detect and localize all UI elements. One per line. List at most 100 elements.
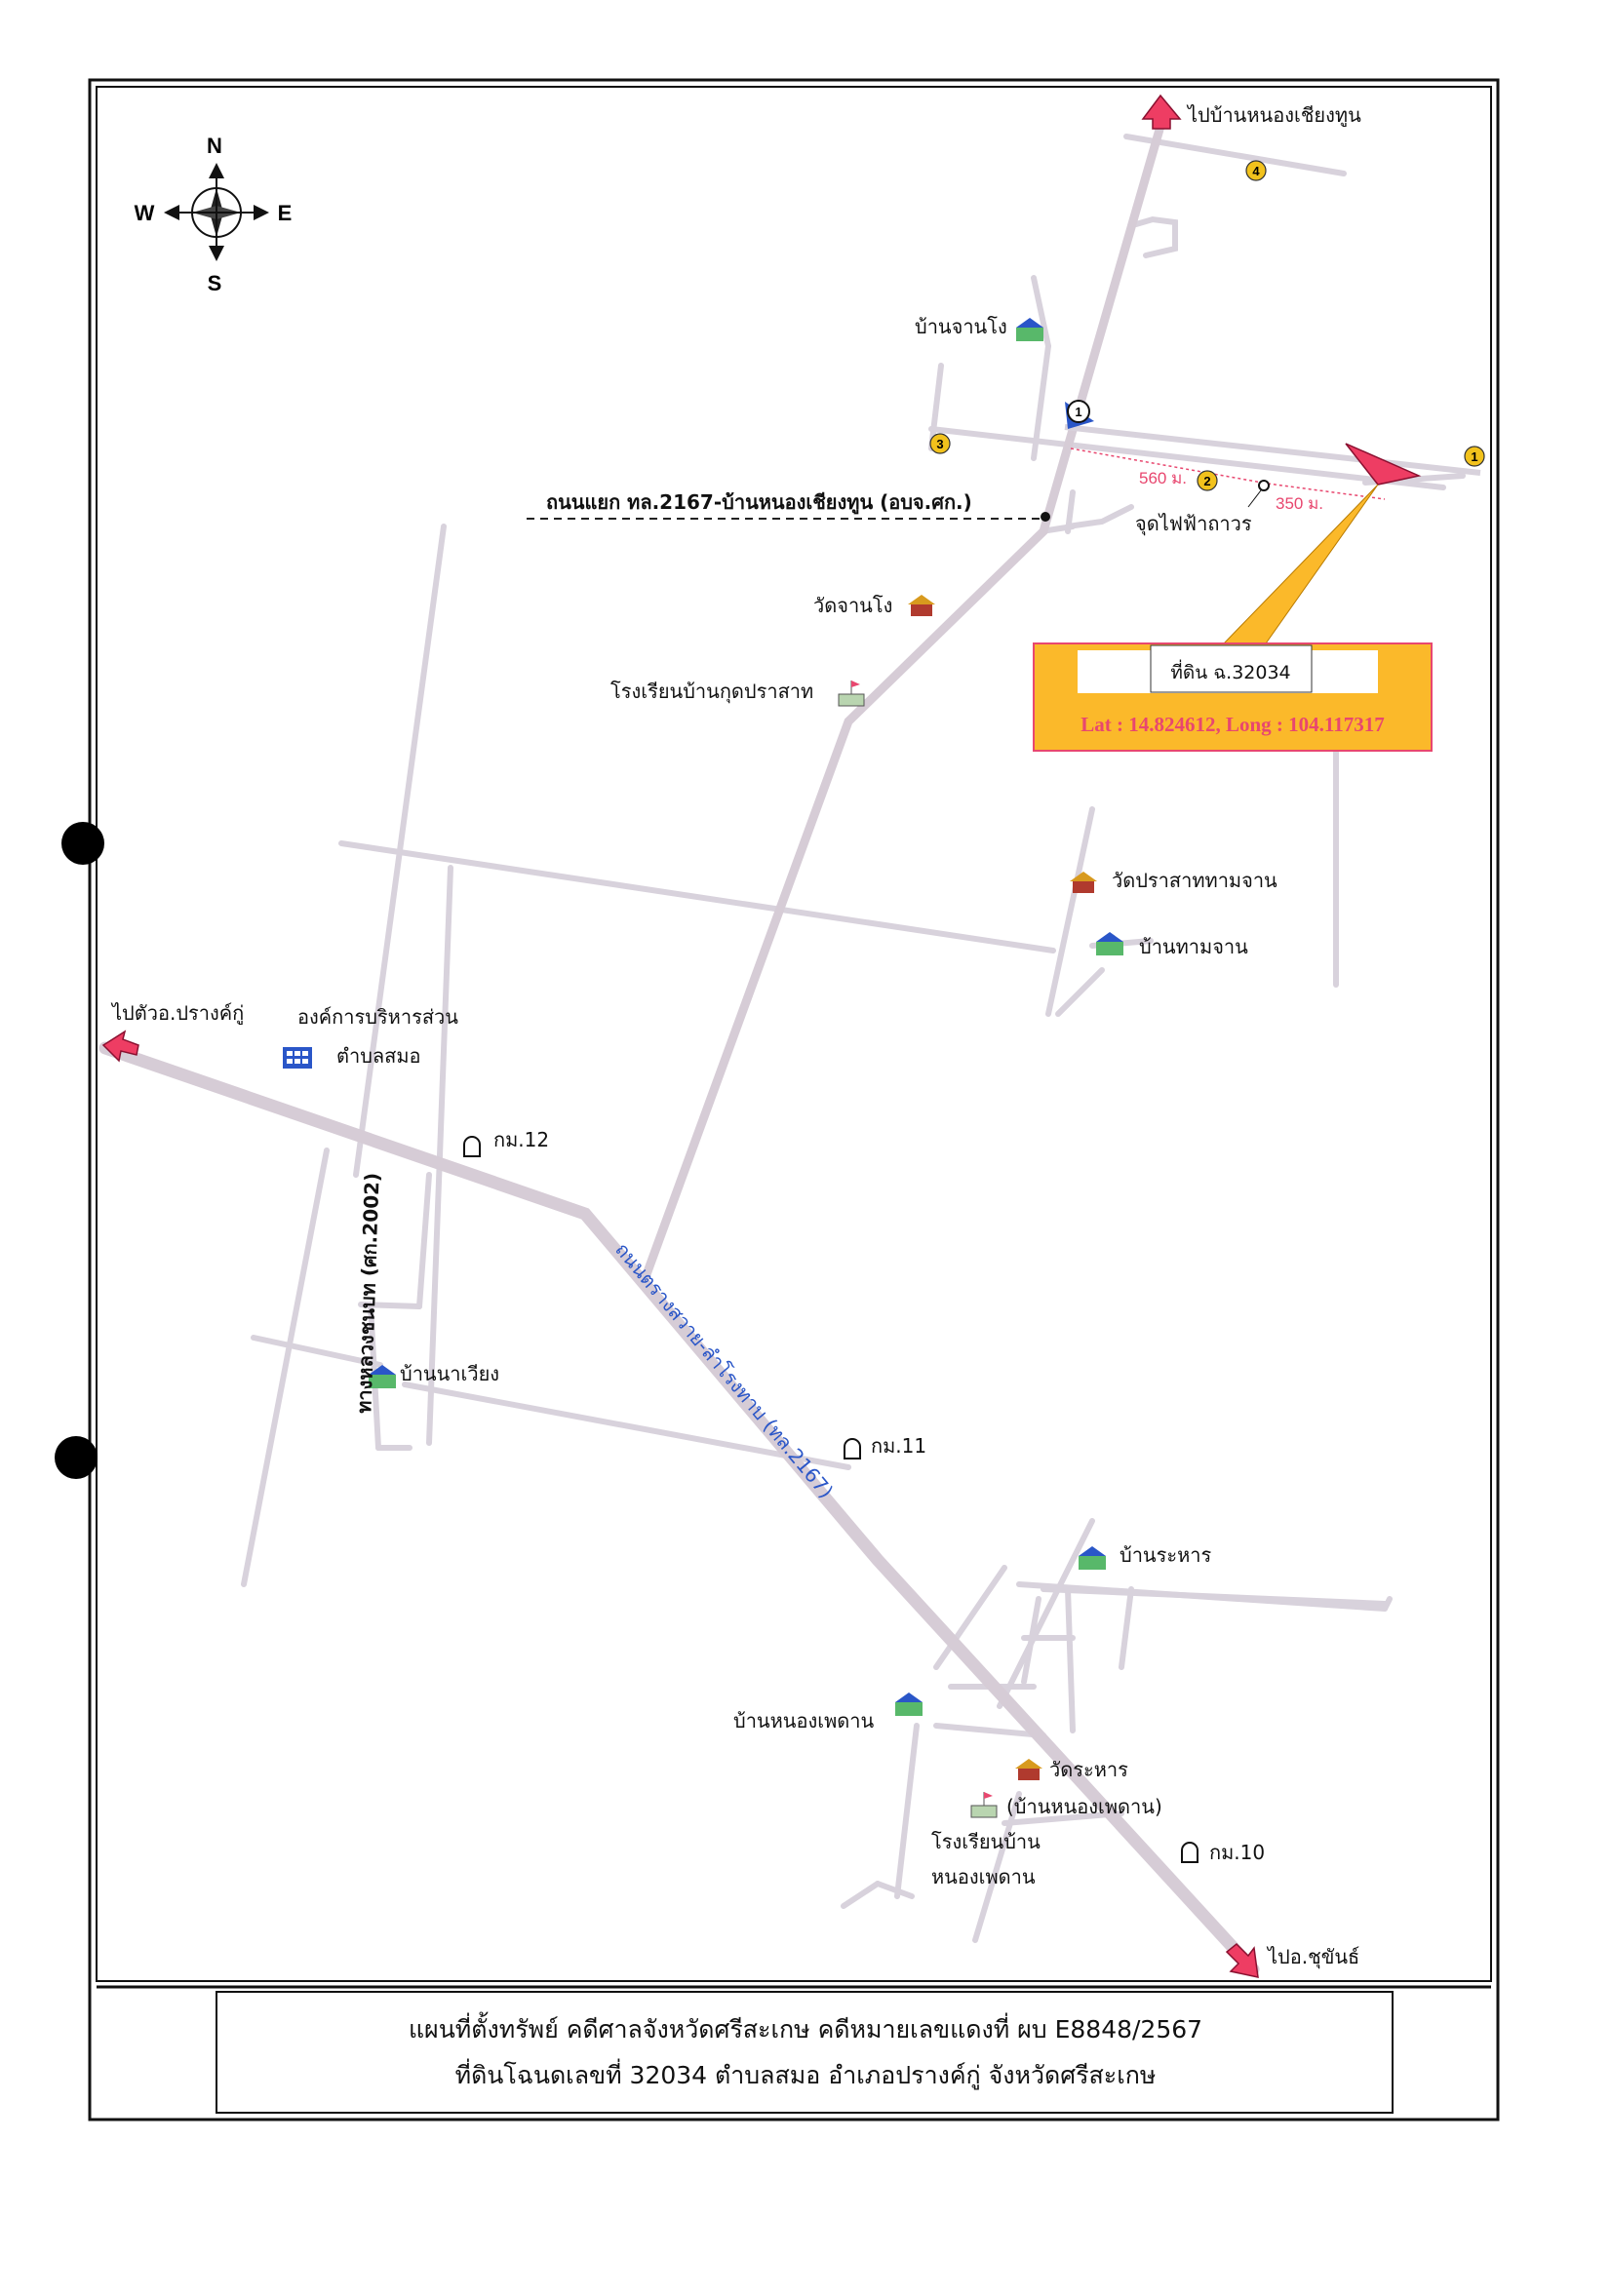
label-wat-rahan-sub: (บ้านหนองเพดาน) <box>1006 1795 1162 1818</box>
office-building-icon <box>283 1047 312 1069</box>
arrow-west-icon <box>101 1030 139 1063</box>
village-icon <box>1096 932 1123 955</box>
label-to-chumphon: ไปอ.ชุขันธ์ <box>1266 1945 1359 1969</box>
east-arrow-icon <box>254 205 269 220</box>
road <box>338 840 1056 953</box>
label-ban-chan-ngo: บ้านจานโง <box>915 315 1007 338</box>
highway-2167 <box>98 1041 1260 1976</box>
map-frame <box>96 86 1492 1982</box>
road <box>402 1381 851 1470</box>
road <box>1031 275 1051 349</box>
road <box>1065 1586 1076 1733</box>
direction-arrows <box>101 94 1259 1978</box>
arrow-north-icon <box>1141 94 1182 130</box>
school-icons <box>838 681 998 1818</box>
label-distance-560: 560 ม. <box>1139 469 1187 487</box>
compass-rose: N S W E <box>135 134 293 295</box>
land-pin-icon <box>1345 443 1422 486</box>
road <box>1002 1810 1124 1826</box>
footer-title-box <box>216 1991 1394 2114</box>
label-to-nong-chiang-thun: ไปบ้านหนองเชียงทูน <box>1186 103 1361 128</box>
km-post-icon <box>1181 1842 1198 1863</box>
village-icon <box>369 1365 396 1388</box>
road <box>928 363 944 451</box>
marker-1-label: 1 <box>1471 449 1477 464</box>
compass-w-label: W <box>135 201 155 225</box>
south-arrow-icon <box>209 246 224 261</box>
arrow-south-icon <box>1225 1942 1259 1978</box>
label-power-pole: จุดไฟฟ้าถาวร <box>1135 512 1252 536</box>
outer-frame <box>88 78 1500 2121</box>
road <box>972 1791 1022 1943</box>
temple-icons <box>908 595 1097 1780</box>
label-junction-road: ถนนแยก ทล.2167-บ้านหนองเชียงทูน (อบจ.ศก.… <box>546 490 972 516</box>
power-pole-leader <box>1247 489 1262 508</box>
label-school-kut-prasat: โรงเรียนบ้านกุดปราสาท <box>610 680 813 704</box>
road <box>241 1148 330 1587</box>
land-callout-coords: Lat : 14.824612, Long : 104.117317 <box>1081 713 1385 736</box>
road-to-nong-chiang-thun <box>641 104 1170 1282</box>
marker-4-label: 4 <box>1252 164 1260 178</box>
north-arrow-icon <box>209 163 224 178</box>
road <box>928 426 1446 490</box>
temple-icon <box>1070 872 1097 893</box>
label-ban-nong-phe-dan: บ้านหนองเพดาน <box>733 1709 874 1732</box>
marker-4-icon <box>1245 160 1267 181</box>
road <box>1133 215 1178 258</box>
road <box>1045 806 1095 1017</box>
flag-marker-circle <box>1067 400 1090 423</box>
binder-hole-top <box>61 822 104 865</box>
road <box>416 1172 432 1309</box>
label-ban-tham-chan: บ้านทามจาน <box>1139 935 1248 958</box>
label-highway: ถนนตรางสวาย-ลำโรงทาบ (ทล.2167) <box>610 1238 838 1503</box>
label-km12: กม.12 <box>493 1128 549 1151</box>
label-wat-prasat-tham-chan: วัดปราสาททามจาน <box>1112 869 1277 892</box>
km-post-icon <box>463 1136 481 1157</box>
land-callout-title-box <box>1150 644 1313 693</box>
road <box>933 1723 1046 1738</box>
junction-dot <box>1041 512 1050 522</box>
road <box>933 1565 1007 1670</box>
label-km11: กม.11 <box>871 1434 926 1458</box>
label-ban-rahan: บ้านระหาร <box>1120 1543 1211 1567</box>
marker-1-icon <box>1464 446 1485 467</box>
school-icon <box>838 681 865 707</box>
road <box>997 1518 1095 1709</box>
distance-line-350 <box>1267 483 1386 500</box>
road <box>841 1881 881 1909</box>
compass-n-label: N <box>207 134 222 158</box>
road <box>1065 504 1134 529</box>
road <box>894 1723 920 1899</box>
road <box>251 1335 383 1368</box>
temple-icon <box>1015 1759 1042 1780</box>
school-icon <box>970 1792 998 1818</box>
numbered-markers: 4 3 2 1 <box>929 160 1485 491</box>
village-icons <box>369 318 1123 1716</box>
marker-2-label: 2 <box>1203 474 1210 488</box>
road <box>1041 1586 1388 1607</box>
label-sao-line2: ตำบลสมอ <box>336 1044 421 1068</box>
marker-2-icon <box>1197 470 1218 491</box>
village-icon <box>1079 1546 1106 1570</box>
label-sao-line1: องค์การบริหารส่วน <box>297 1005 458 1029</box>
road <box>1055 967 1105 1017</box>
compass-e-label: E <box>278 201 293 225</box>
label-wat-rahan: วัดระหาร <box>1049 1758 1128 1781</box>
label-km10: กม.10 <box>1209 1841 1265 1864</box>
footer-title-line2: ที่ดินโฉนดเลขที่ 32034 ตำบลสมอ อำเภอปราง… <box>455 2058 1157 2090</box>
label-school-nong-line1: โรงเรียนบ้าน <box>931 1830 1041 1853</box>
road-to-land <box>1064 424 1481 476</box>
compass-s-label: S <box>208 271 222 295</box>
label-ban-na-wiang: บ้านนาเวียง <box>400 1362 499 1385</box>
temple-icon <box>908 595 935 616</box>
road <box>1119 1586 1134 1670</box>
west-arrow-icon <box>164 205 179 220</box>
village-icon <box>1016 318 1043 341</box>
label-to-prang-ku: ไปตัวอ.ปรางค์กู่ <box>110 1001 244 1026</box>
distance-line-560 <box>1070 448 1269 485</box>
footer-title-line1: แผนที่ตั้งทรัพย์ คดีศาลจังหวัดศรีสะเกษ ค… <box>409 2011 1202 2043</box>
flag-marker-label: 1 <box>1075 405 1081 419</box>
binder-hole-bottom <box>55 1436 98 1479</box>
road <box>1123 134 1347 176</box>
